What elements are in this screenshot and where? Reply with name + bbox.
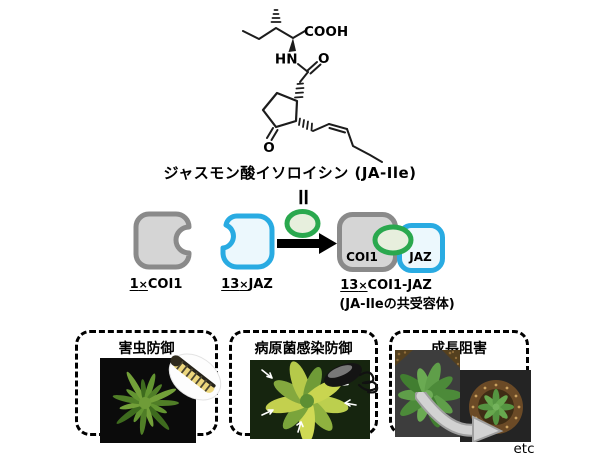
complex-jaz-text: JAZ xyxy=(408,250,432,264)
caterpillar-body xyxy=(170,355,216,393)
etc-label: etc xyxy=(513,441,535,457)
complex-label: 13×COI1-JAZ xyxy=(340,278,432,293)
complex-sublabel: (JA-Ileの共受容体) xyxy=(339,297,455,312)
complex-ja-ile-oval xyxy=(372,224,414,256)
outcome-box-insect-defense: 害虫防御 xyxy=(75,330,222,443)
outcome-title-pathogen: 病原菌感染防御 xyxy=(254,341,353,357)
coi1-shape xyxy=(133,211,192,270)
rosette-plant xyxy=(112,371,179,435)
solid-wedge-bond xyxy=(288,38,296,52)
outcome-box-growth-inhibition: 成長阻害 xyxy=(389,330,531,442)
flagella xyxy=(357,371,379,394)
jaz-label: 13×JAZ xyxy=(221,277,273,292)
ja-ile-structure-drawing: COOH HN O O xyxy=(242,9,383,163)
jaz-shape xyxy=(220,213,275,270)
hn-label: HN xyxy=(275,52,298,68)
ja-ile-ligand-oval xyxy=(284,209,321,238)
small-rosette-plant xyxy=(478,389,514,425)
ja-ile-title: ジャスモン酸イソロイシン (JA-Ile) xyxy=(163,164,417,182)
shrink-arrow-icon xyxy=(415,392,504,442)
dashed-wedge-methyl xyxy=(270,9,282,23)
rosette-plant xyxy=(265,361,349,439)
bond-lines xyxy=(242,9,383,163)
ketone-o-label: O xyxy=(263,140,274,156)
caterpillar-icon xyxy=(168,353,222,401)
reaction-arrow xyxy=(277,233,337,254)
cooh-label: COOH xyxy=(304,24,348,40)
complex-coi1-text: COI1 xyxy=(346,250,378,264)
hash-wedge-top xyxy=(294,82,305,99)
outcome-box-pathogen-defense: 病原菌感染防御 xyxy=(229,330,379,439)
coi1-label: 1×COI1 xyxy=(129,277,183,292)
outcome-title-insect: 害虫防御 xyxy=(118,341,175,357)
amide-o-label: O xyxy=(318,51,329,67)
reaction-scheme: COI1 JAZ xyxy=(133,209,445,273)
hash-wedge-side xyxy=(298,117,313,132)
bacteria-icon xyxy=(324,363,379,394)
